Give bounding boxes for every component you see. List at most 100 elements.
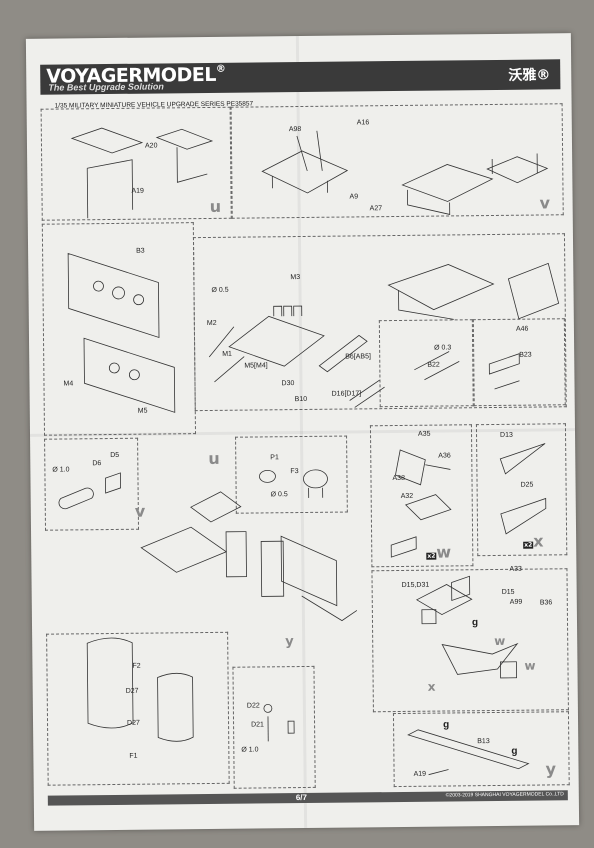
part-label: D27 <box>127 719 140 727</box>
stand-f3-drawing <box>308 487 324 498</box>
plate-m4-drawing <box>83 337 176 413</box>
step-letter-x: x2x <box>523 531 544 551</box>
tray-part-drawing <box>261 150 349 194</box>
strip-b6-drawing <box>318 334 368 373</box>
part-label: Ø 0.5 <box>270 491 288 499</box>
part-label: B36 <box>539 599 553 607</box>
step-letter-x-ref: x <box>427 679 436 694</box>
mount-drawing <box>441 642 519 675</box>
part-label: M3 <box>290 274 301 282</box>
part-label: Ø 1.0 <box>241 746 259 754</box>
part-label: A19 <box>413 770 427 778</box>
step-letter-w-ref: w <box>494 633 506 649</box>
hood-drawing <box>387 264 495 320</box>
strip-b22-drawing <box>414 351 460 381</box>
part-label: D13 <box>500 431 513 439</box>
shield-f1-drawing <box>157 672 194 742</box>
copyright-text: ©2003-2019 SHANGHAI VOYAGERMODEL Co.,LTD <box>445 791 564 799</box>
bracket-a32-drawing <box>405 494 452 521</box>
part-label: B22 <box>427 361 440 369</box>
part-label: M5[M4] <box>244 362 268 370</box>
barrel-drawing <box>407 729 530 770</box>
assembly-line-art <box>58 127 560 776</box>
plate-d13-drawing <box>499 443 546 475</box>
part-label: g <box>443 719 450 731</box>
part-label: A98 <box>288 125 302 134</box>
part-label: B3 <box>136 247 145 255</box>
hatch-drawing <box>415 584 473 616</box>
step-letter-u-ref: u <box>208 448 220 468</box>
step-letter-v-ref: v <box>134 501 146 521</box>
part-label: M4 <box>63 380 74 388</box>
part-label: D27 <box>125 687 139 695</box>
part-label: Ø 0.3 <box>434 344 452 352</box>
step-letter-y-ref: y <box>285 634 294 650</box>
part-label: P1 <box>270 454 279 462</box>
qty-badge: x2 <box>426 552 437 560</box>
bracket-a35-drawing <box>395 449 451 486</box>
plate-b3-drawing <box>67 252 160 339</box>
part-label: M2 <box>206 319 217 327</box>
part-label: A27 <box>369 205 383 213</box>
part-label: F3 <box>290 468 299 476</box>
fender-drawing <box>301 595 358 622</box>
part-label: A33 <box>509 565 522 573</box>
hinge-m3-drawing <box>273 305 303 317</box>
part-label: A46 <box>515 325 529 333</box>
part-label: M1 <box>222 350 232 358</box>
step-letter-w-ref: w <box>524 658 536 673</box>
bracket-part-drawing <box>155 128 214 183</box>
cylinder-drawing <box>260 540 285 597</box>
part-label: D22 <box>246 702 260 710</box>
part-label: D25 <box>520 481 534 489</box>
page-number: 6/7 <box>295 792 307 803</box>
plate-d25-drawing <box>500 497 547 535</box>
part-label: F1 <box>129 752 138 760</box>
instruction-sheet: VOYAGERMODEL® The Best Upgrade Solution … <box>25 33 580 831</box>
rod-part-drawing <box>296 130 323 172</box>
step-letter-v: v <box>539 193 551 213</box>
step-letter-y: y <box>545 759 557 779</box>
part-label: g <box>511 745 518 757</box>
part-label: D6 <box>92 460 102 468</box>
box-part-drawing <box>401 164 494 215</box>
part-label: A9 <box>349 193 359 201</box>
part-a33-drawing <box>451 575 471 602</box>
side-plate-drawing <box>507 262 560 320</box>
shelf-part-drawing <box>70 127 144 154</box>
part-label: g <box>471 617 479 629</box>
strip-d16-drawing <box>349 379 385 408</box>
step-letter-u: u <box>209 196 222 216</box>
shield-f2-drawing <box>86 637 134 729</box>
part-label: B23 <box>519 351 532 359</box>
bracket-b23-drawing <box>488 353 520 390</box>
panel-m1-drawing <box>228 315 325 367</box>
part-label: A99 <box>509 598 523 606</box>
base-drawing <box>390 536 417 558</box>
arrow-drawing <box>428 769 449 776</box>
pin-d6-drawing <box>58 487 94 510</box>
rack-u-drawing <box>190 491 242 523</box>
part-label: A20 <box>144 142 158 150</box>
part-label: A36 <box>438 452 451 460</box>
part-label: D15 <box>501 588 515 596</box>
part-label: A38 <box>392 474 405 483</box>
part-label: Ø 1.0 <box>52 466 70 474</box>
part-label: Ø 0.5 <box>211 286 229 294</box>
part-label: M5 <box>137 407 148 415</box>
part-label: D30 <box>281 380 295 388</box>
hull-side-drawing <box>280 535 338 607</box>
clip-d5-drawing <box>105 472 121 494</box>
rod-m2-drawing <box>208 326 245 383</box>
platform-drawing <box>140 526 228 573</box>
part-label: D15,D31 <box>401 581 430 589</box>
step-letter-w: x2w <box>426 542 452 562</box>
part-label: A32 <box>400 492 414 500</box>
part-label: B10 <box>294 395 308 404</box>
part-label: D16[D17] <box>331 390 362 398</box>
part-label: F2 <box>132 662 141 670</box>
part-label: A16 <box>356 119 370 127</box>
part-label: D21 <box>251 721 264 729</box>
rack-part-drawing <box>486 153 549 184</box>
cylinder-drawing <box>225 531 247 578</box>
